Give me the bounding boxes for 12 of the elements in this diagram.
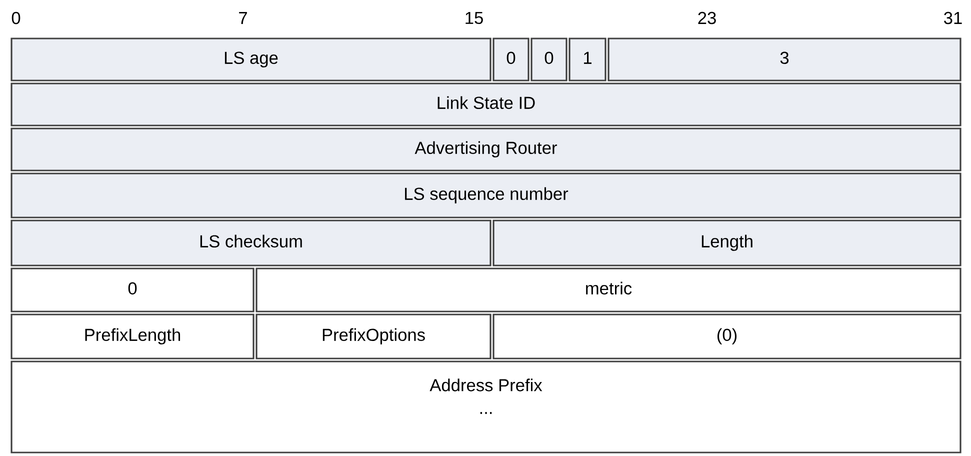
field-cell: 0 bbox=[10, 268, 254, 312]
field-cell: PrefixLength bbox=[10, 314, 254, 360]
field-cell: LS sequence number bbox=[10, 172, 962, 218]
field-cell: 0 bbox=[492, 38, 530, 82]
field-cell: 1 bbox=[568, 38, 606, 82]
field-cell: (0) bbox=[492, 314, 962, 360]
field-cell: LS checksum bbox=[10, 220, 492, 266]
bit-number: 15 bbox=[466, 12, 483, 24]
field-cell: Advertising Router bbox=[10, 128, 962, 172]
field-cell: 0 bbox=[530, 38, 568, 82]
field-cell: PrefixOptions bbox=[256, 314, 492, 360]
field-cell: Length bbox=[492, 220, 962, 266]
